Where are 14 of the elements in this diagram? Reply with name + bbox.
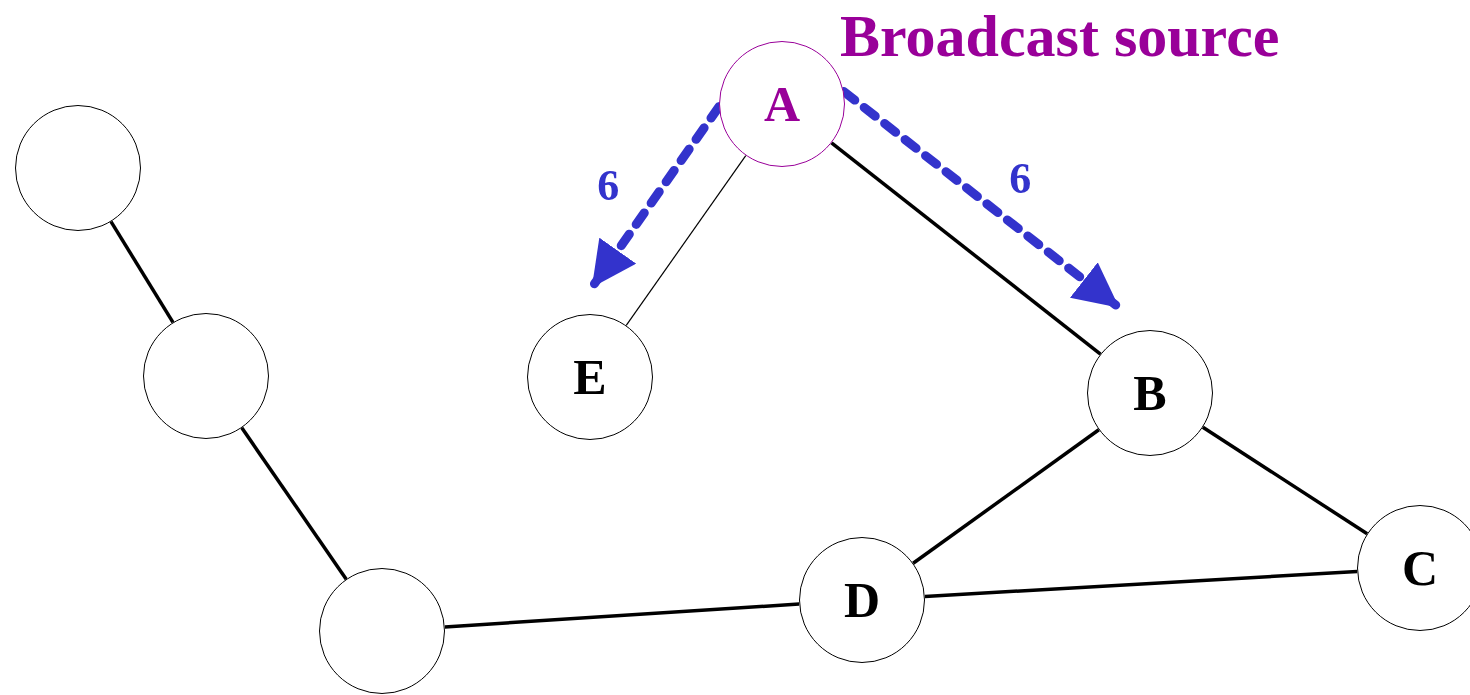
node-label: C xyxy=(1401,543,1439,593)
node-label: E xyxy=(573,352,607,402)
node-caption: Broadcast source xyxy=(840,6,1280,66)
node-label: B xyxy=(1133,368,1167,418)
node-label: D xyxy=(843,575,881,625)
connector-line xyxy=(109,220,175,324)
connector-line xyxy=(912,428,1100,565)
connector-line xyxy=(625,154,747,327)
connector-line xyxy=(444,602,800,629)
connector-line xyxy=(240,426,348,581)
connector-line xyxy=(924,569,1358,599)
connector-line xyxy=(830,141,1102,356)
connector-line xyxy=(1201,425,1369,536)
node-label: A xyxy=(763,79,801,129)
